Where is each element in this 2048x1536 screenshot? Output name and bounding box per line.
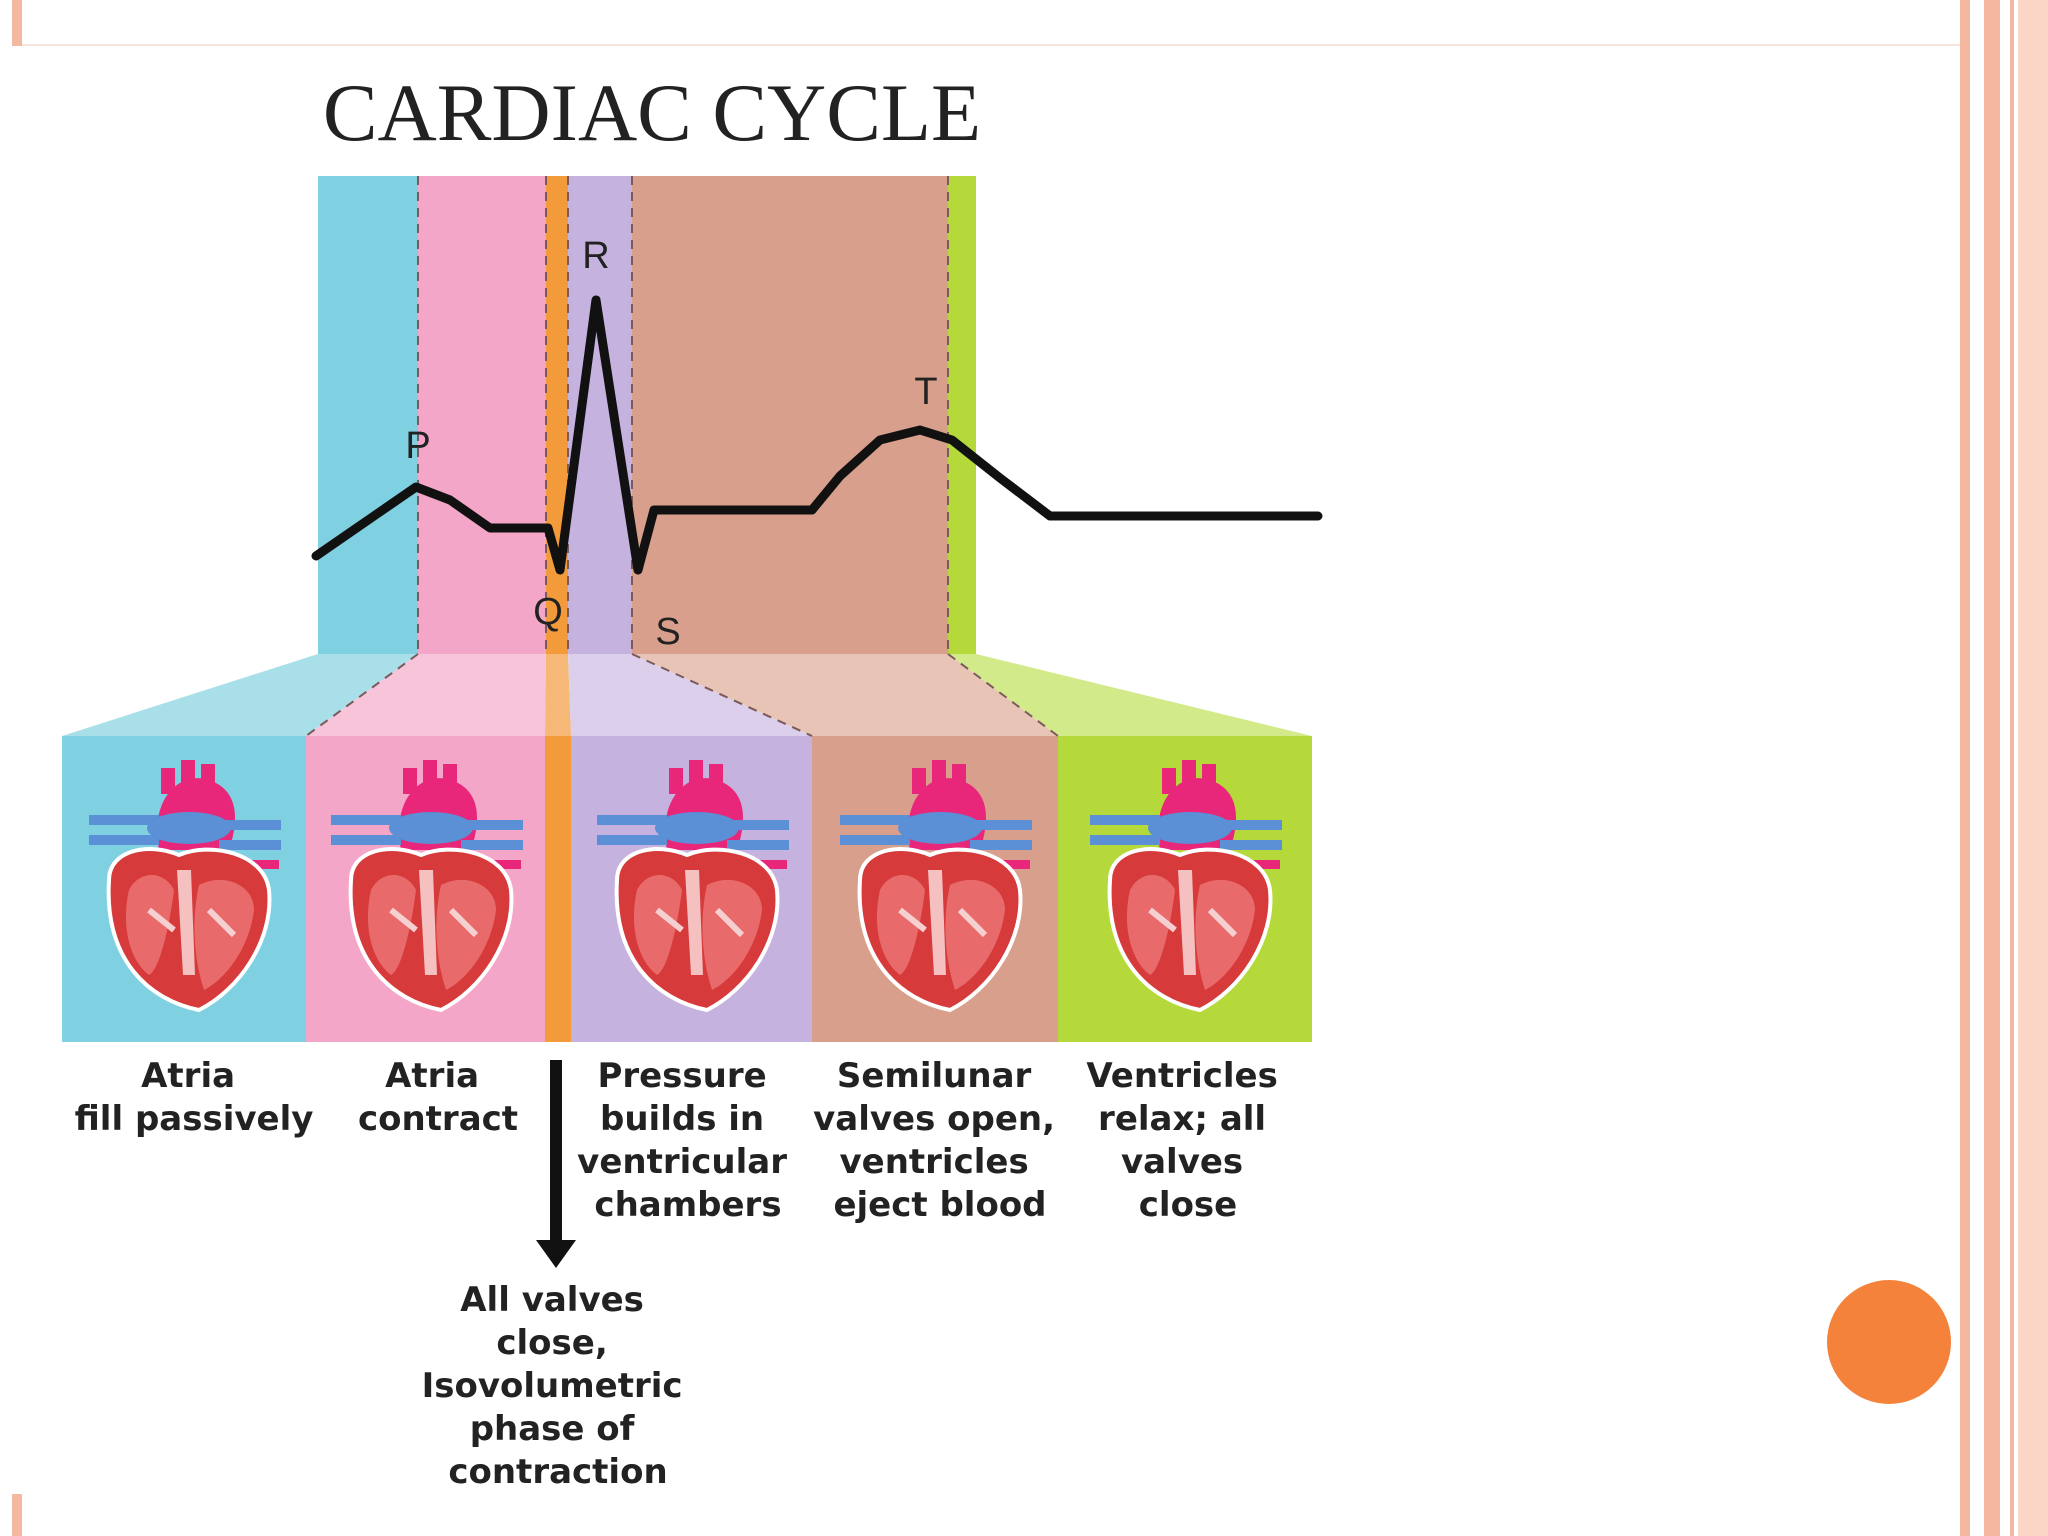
- wave-labels: P Q R S T: [405, 235, 937, 653]
- fan-ejection: [632, 654, 1058, 736]
- band-isovolumetric: [546, 176, 568, 654]
- right-border-stripe-thin: [2010, 0, 2014, 1536]
- fan-isovolumetric: [545, 654, 571, 736]
- caption-relaxation: Ventricles relax; all valves close: [1086, 1056, 1289, 1225]
- top-divider-line: [22, 44, 1962, 46]
- right-border-stripe-inner: [1984, 0, 2000, 1536]
- caption-atria-fill: Atria fill passively: [75, 1056, 314, 1139]
- heart-illustrations: [89, 760, 1282, 1013]
- isovolumetric-note: All valves close, Isovolumetric phase of…: [422, 1280, 695, 1492]
- bottom-left-accent-bar: [12, 1494, 22, 1536]
- wave-label-t: T: [914, 371, 937, 413]
- fan-relaxation: [948, 654, 1312, 736]
- heart-icon-atria-fill: [89, 760, 281, 1013]
- wave-label-r: R: [582, 235, 609, 277]
- heart-icon-relaxation: [1090, 760, 1282, 1013]
- caption-atria-contract: Atria contract: [358, 1056, 518, 1139]
- band-relaxation: [948, 176, 976, 654]
- phase-fan-connectors: [62, 654, 1312, 736]
- fan-atria-contract: [306, 654, 546, 736]
- heart-icon-pressure-builds: [597, 760, 789, 1013]
- ecg-phase-bands: [318, 176, 976, 654]
- caption-ejection: Semilunar valves open, ventricles eject …: [813, 1056, 1067, 1225]
- heart-icon-atria-contract: [331, 760, 523, 1013]
- band-atria-fill: [318, 176, 418, 654]
- wave-label-p: P: [405, 425, 430, 467]
- orange-circle-decoration: [1827, 1280, 1951, 1404]
- fan-pressure-builds: [568, 654, 812, 736]
- phase-dashed-guides: [305, 176, 1059, 737]
- fan-atria-fill: [62, 654, 418, 736]
- band-atria-contract: [418, 176, 546, 654]
- ecg-trace: [311, 295, 1323, 575]
- wave-label-q: Q: [533, 591, 563, 633]
- heart-icon-ejection: [840, 760, 1032, 1013]
- panel-isovolumetric: [545, 736, 571, 1042]
- right-border-stripe-outer: [1960, 0, 1970, 1536]
- caption-pressure-builds: Pressure builds in ventricular chambers: [577, 1056, 799, 1225]
- phase-captions: Atria fill passively Atria contract Pres…: [75, 1056, 1289, 1225]
- wave-label-s: S: [655, 611, 680, 653]
- right-border-fill: [2018, 0, 2048, 1536]
- isovolumetric-arrow: [536, 1060, 576, 1268]
- top-left-accent-bar: [12, 0, 22, 46]
- band-ejection: [632, 176, 948, 654]
- diagram-title: CARDIAC CYCLE: [323, 67, 981, 158]
